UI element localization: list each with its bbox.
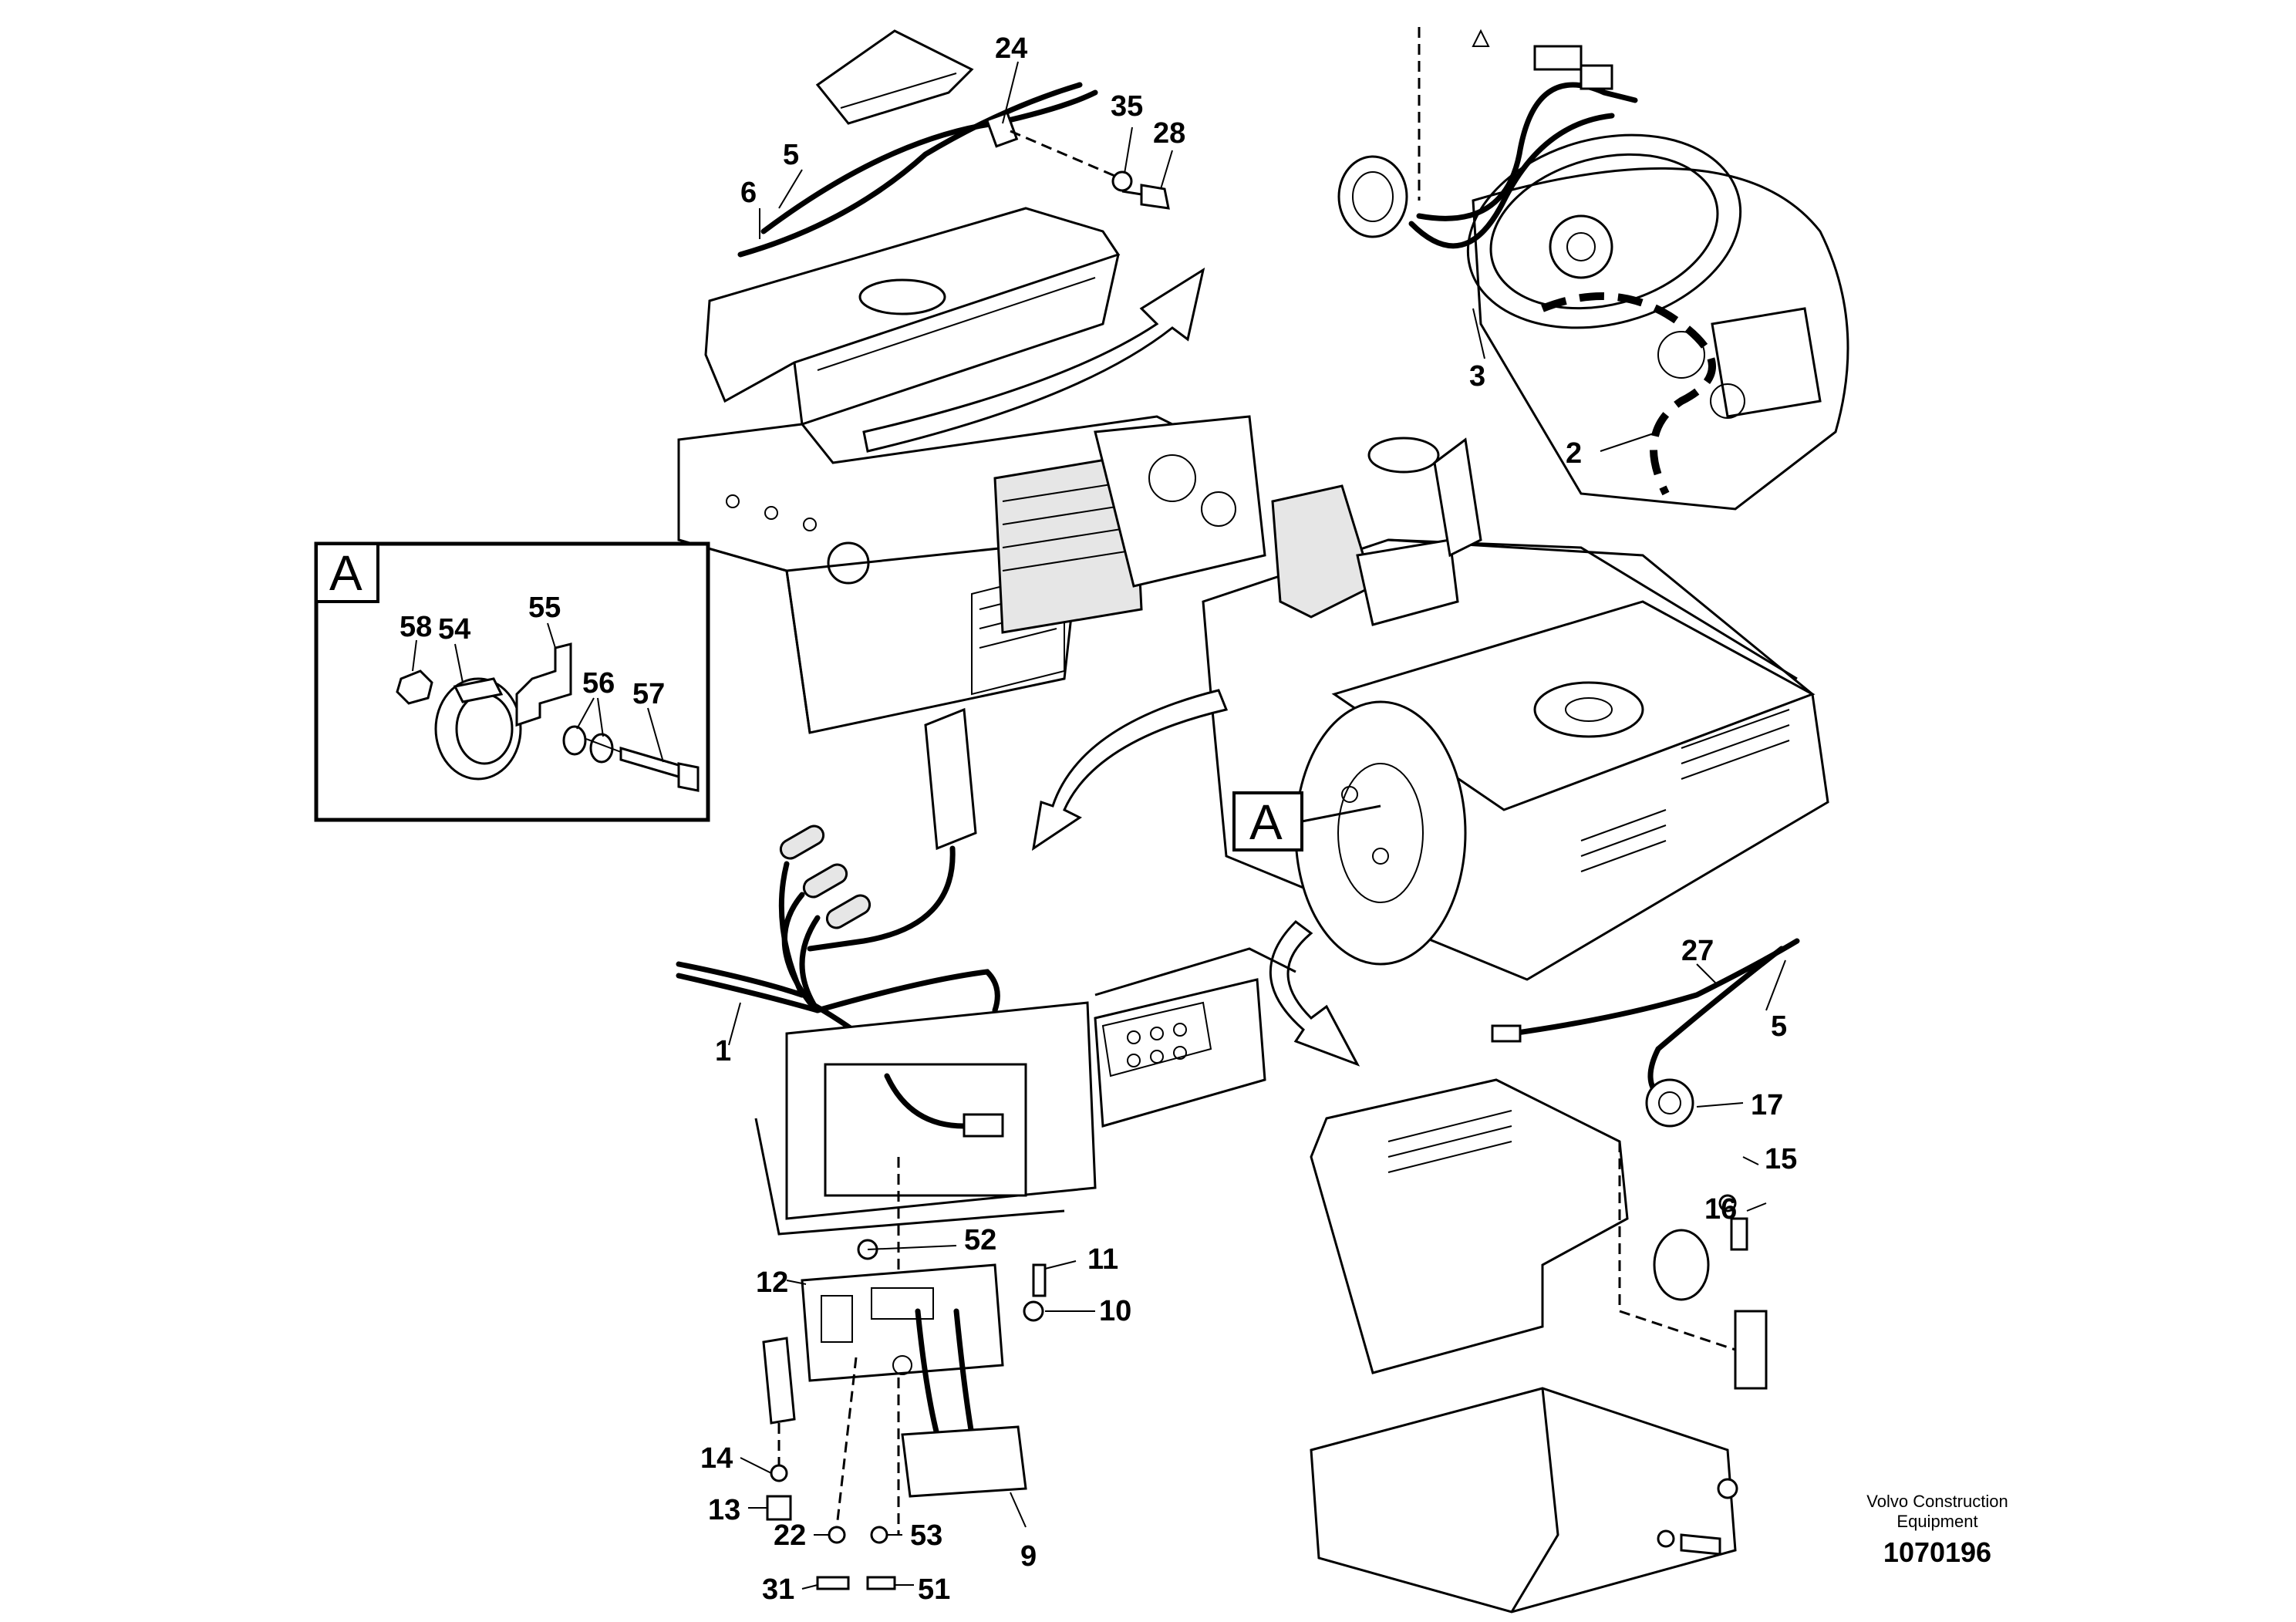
callout-31: 31 [762, 1573, 794, 1606]
detail-view-label: A [329, 545, 362, 601]
callout-14: 14 [700, 1442, 733, 1475]
callout-1: 1 [715, 1035, 731, 1067]
callout-28: 28 [1153, 117, 1185, 150]
title-block: Volvo Construction Equipment 1070196 [1866, 1492, 2008, 1568]
callout-27: 27 [1681, 935, 1714, 967]
callout-9: 9 [1020, 1540, 1037, 1573]
callout-52: 52 [964, 1224, 996, 1256]
location-marker-a: A [1232, 791, 1381, 851]
callout-24: 24 [995, 32, 1027, 65]
callout-10: 10 [1099, 1295, 1131, 1327]
callout-12: 12 [756, 1266, 788, 1299]
callout-2: 2 [1566, 437, 1582, 470]
top-cable-bundle [737, 29, 1170, 258]
callout-6: 6 [740, 177, 757, 209]
callout-5-right: 5 [1771, 1010, 1787, 1043]
callout-22: 22 [774, 1519, 806, 1552]
document-number: 1070196 [1883, 1536, 1991, 1568]
front-frame-drum-assembly [1031, 437, 1829, 1067]
callout-51: 51 [918, 1573, 950, 1606]
callout-3: 3 [1469, 360, 1485, 393]
callout-5-top: 5 [783, 139, 799, 171]
callout-54: 54 [438, 613, 470, 646]
callout-11: 11 [1087, 1243, 1118, 1276]
steering-dashboard-assembly [1337, 27, 1849, 511]
leader-lines [412, 61, 1786, 1590]
callout-56: 56 [582, 667, 615, 700]
brand-line-2: Equipment [1896, 1512, 1977, 1531]
callout-13: 13 [708, 1494, 740, 1526]
callout-numbers: 24 5 6 35 28 3 2 1 52 12 11 10 14 13 22 … [400, 32, 1797, 1606]
control-panel-assembly [676, 707, 1296, 1590]
callout-57: 57 [632, 678, 665, 710]
callout-55: 55 [528, 592, 561, 624]
callout-16: 16 [1704, 1193, 1737, 1226]
callout-53: 53 [910, 1519, 942, 1552]
callout-58: 58 [400, 611, 432, 643]
location-label: A [1249, 794, 1283, 850]
callout-17: 17 [1751, 1089, 1783, 1121]
horn-bracket-assembly [1310, 938, 1800, 1614]
detail-view-a: A [314, 541, 710, 822]
brand-line-1: Volvo Construction [1866, 1492, 2008, 1511]
callout-35: 35 [1111, 90, 1143, 123]
callout-15: 15 [1765, 1143, 1797, 1175]
rear-frame-assembly [677, 207, 1266, 734]
